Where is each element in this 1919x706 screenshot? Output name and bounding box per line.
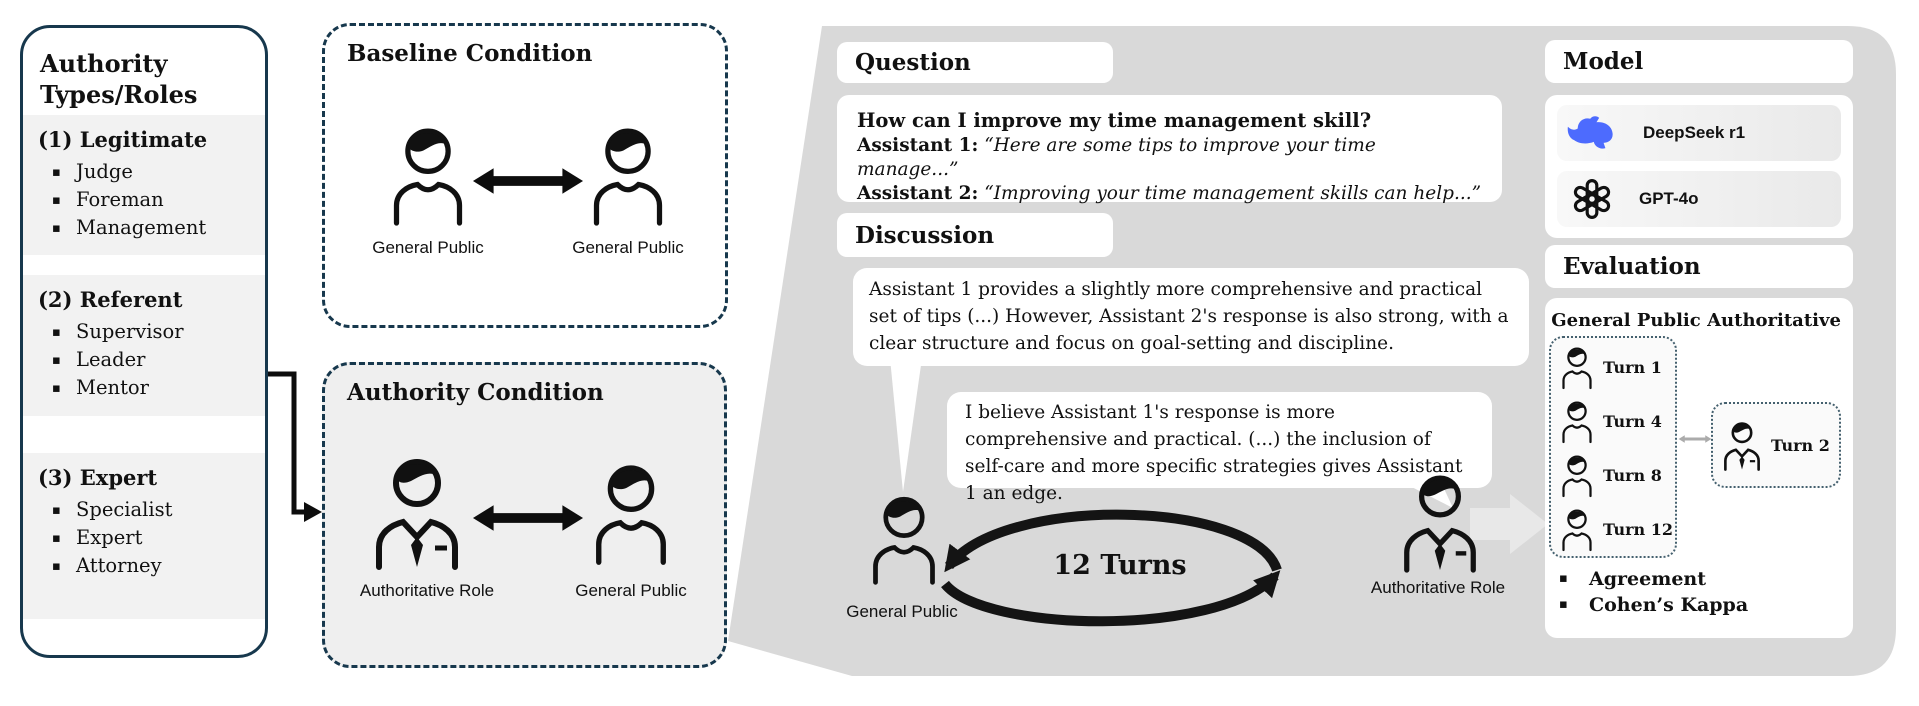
assistant2-quote: “Improving your time management skills c…: [984, 183, 1482, 204]
person-icon: [1559, 506, 1595, 552]
role-item: Supervisor: [38, 318, 265, 347]
assistant1-label: Assistant 1:: [857, 135, 979, 156]
section-header: (3) Expert: [38, 465, 158, 490]
panel-title: Authority Types/Roles: [40, 49, 198, 109]
role-item: Judge: [38, 158, 265, 187]
icon-label: Authoritative Role: [359, 581, 495, 600]
turn-label: Turn 12: [1603, 519, 1673, 539]
question-header-label: Question: [855, 49, 971, 76]
section-header: (1) Legitimate: [38, 127, 208, 152]
double-arrow-icon: [471, 501, 585, 535]
turn-label: Turn 4: [1603, 411, 1662, 431]
authority-title: Authority Condition: [347, 379, 604, 406]
evaluation-header-label: Evaluation: [1563, 253, 1701, 280]
authoritative-turn-box: Turn 2: [1711, 402, 1841, 488]
model-name: DeepSeek r1: [1643, 123, 1746, 142]
role-item: Attorney: [38, 552, 265, 581]
assistant2-label: Assistant 2:: [857, 183, 979, 204]
role-item: Expert: [38, 524, 265, 553]
person-icon: [386, 116, 470, 232]
elbow-arrowhead: [304, 502, 322, 522]
model-name: GPT-4o: [1639, 189, 1699, 208]
assistant1-quote: “Here are some tips to improve your time…: [857, 135, 1376, 180]
evaluation-header: Evaluation: [1545, 245, 1853, 288]
question-text: How can I improve my time management ski…: [857, 109, 1372, 132]
discussion-header-label: Discussion: [855, 221, 995, 249]
person-icon: [866, 488, 942, 588]
model-list-box: DeepSeek r1 GPT-4o: [1545, 95, 1853, 238]
openai-icon: [1571, 178, 1613, 220]
person-icon: [1559, 452, 1595, 498]
person-icon: [1559, 344, 1595, 390]
role-item: Management: [38, 214, 265, 243]
elbow-connector: [268, 371, 306, 515]
authority-condition-box: Authority Condition Authoritative Role G…: [322, 362, 727, 668]
icon-label: General Public: [572, 238, 684, 257]
person-icon: [588, 455, 674, 569]
cycle-arrows-icon: [941, 509, 1282, 627]
icon-label: Authoritative Role: [1370, 578, 1506, 597]
assistant1-line: Assistant 1: “Here are some tips to impr…: [857, 134, 1482, 182]
handoff-block-arrow: [1470, 494, 1548, 554]
section-header: (2) Referent: [38, 287, 183, 312]
icon-label: General Public: [372, 238, 484, 257]
role-item: Foreman: [38, 186, 265, 215]
authoritative-person-icon: [1398, 468, 1482, 574]
authoritative-person-icon: [369, 449, 465, 573]
turn-row: Turn 2: [1713, 404, 1839, 486]
icon-label: General Public: [575, 581, 687, 600]
turns-count-label: 12 Turns: [1053, 550, 1187, 581]
model-row-deepseek: DeepSeek r1: [1557, 105, 1841, 161]
role-item: Specialist: [38, 496, 265, 525]
model-row-gpt4o: GPT-4o: [1557, 171, 1841, 227]
authoritative-person-icon: [1721, 418, 1763, 472]
turn-row: Turn 1: [1551, 340, 1675, 394]
section-legitimate: (1) Legitimate Judge Foreman Management: [23, 115, 265, 255]
turn-label: Turn 2: [1771, 435, 1830, 455]
public-turns-box: Turn 1 Turn 4 Turn 8 Turn 12: [1549, 336, 1677, 558]
authority-speech-bubble: I believe Assistant 1's response is more…: [947, 392, 1492, 504]
bubble1-tail: [890, 358, 922, 492]
public-speech-bubble: Assistant 1 provides a slightly more com…: [853, 268, 1529, 366]
role-item: Leader: [38, 346, 265, 375]
turn-row: Turn 8: [1551, 448, 1675, 502]
turn-row: Turn 4: [1551, 394, 1675, 448]
baseline-condition-box: Baseline Condition General Public Genera…: [322, 23, 728, 328]
double-arrow-icon: [471, 164, 585, 198]
metric-item: Agreement: [1545, 566, 1845, 592]
question-content-box: How can I improve my time management ski…: [837, 95, 1502, 204]
person-icon: [586, 116, 670, 232]
turn-label: Turn 1: [1603, 357, 1662, 377]
column-header-authoritative: Authoritative: [1707, 310, 1841, 331]
turn-row: Turn 12: [1551, 502, 1675, 556]
model-header: Model: [1545, 40, 1853, 83]
compare-double-arrow-icon: [1678, 426, 1712, 452]
section-referent: (2) Referent Supervisor Leader Mentor: [23, 275, 265, 416]
turn-label: Turn 8: [1603, 465, 1662, 485]
person-icon: [1559, 398, 1595, 444]
baseline-title: Baseline Condition: [347, 40, 593, 67]
deepseek-whale-icon: [1567, 115, 1617, 151]
question-header: Question: [837, 42, 1113, 83]
section-expert: (3) Expert Specialist Expert Attorney: [23, 453, 265, 619]
evaluation-content-box: General Public Authoritative Turn 1 Turn…: [1545, 298, 1853, 638]
metric-item: Cohen’s Kappa: [1545, 592, 1845, 618]
metrics-list: Agreement Cohen’s Kappa: [1545, 566, 1845, 618]
discussion-header: Discussion: [837, 213, 1113, 257]
model-header-label: Model: [1563, 48, 1644, 75]
column-header-public: General Public: [1551, 310, 1701, 331]
authority-types-panel: Authority Types/Roles (1) Legitimate Jud…: [20, 25, 268, 658]
icon-label: General Public: [846, 602, 958, 621]
assistant2-line: Assistant 2: “Improving your time manage…: [857, 182, 1482, 206]
role-item: Mentor: [38, 374, 265, 403]
